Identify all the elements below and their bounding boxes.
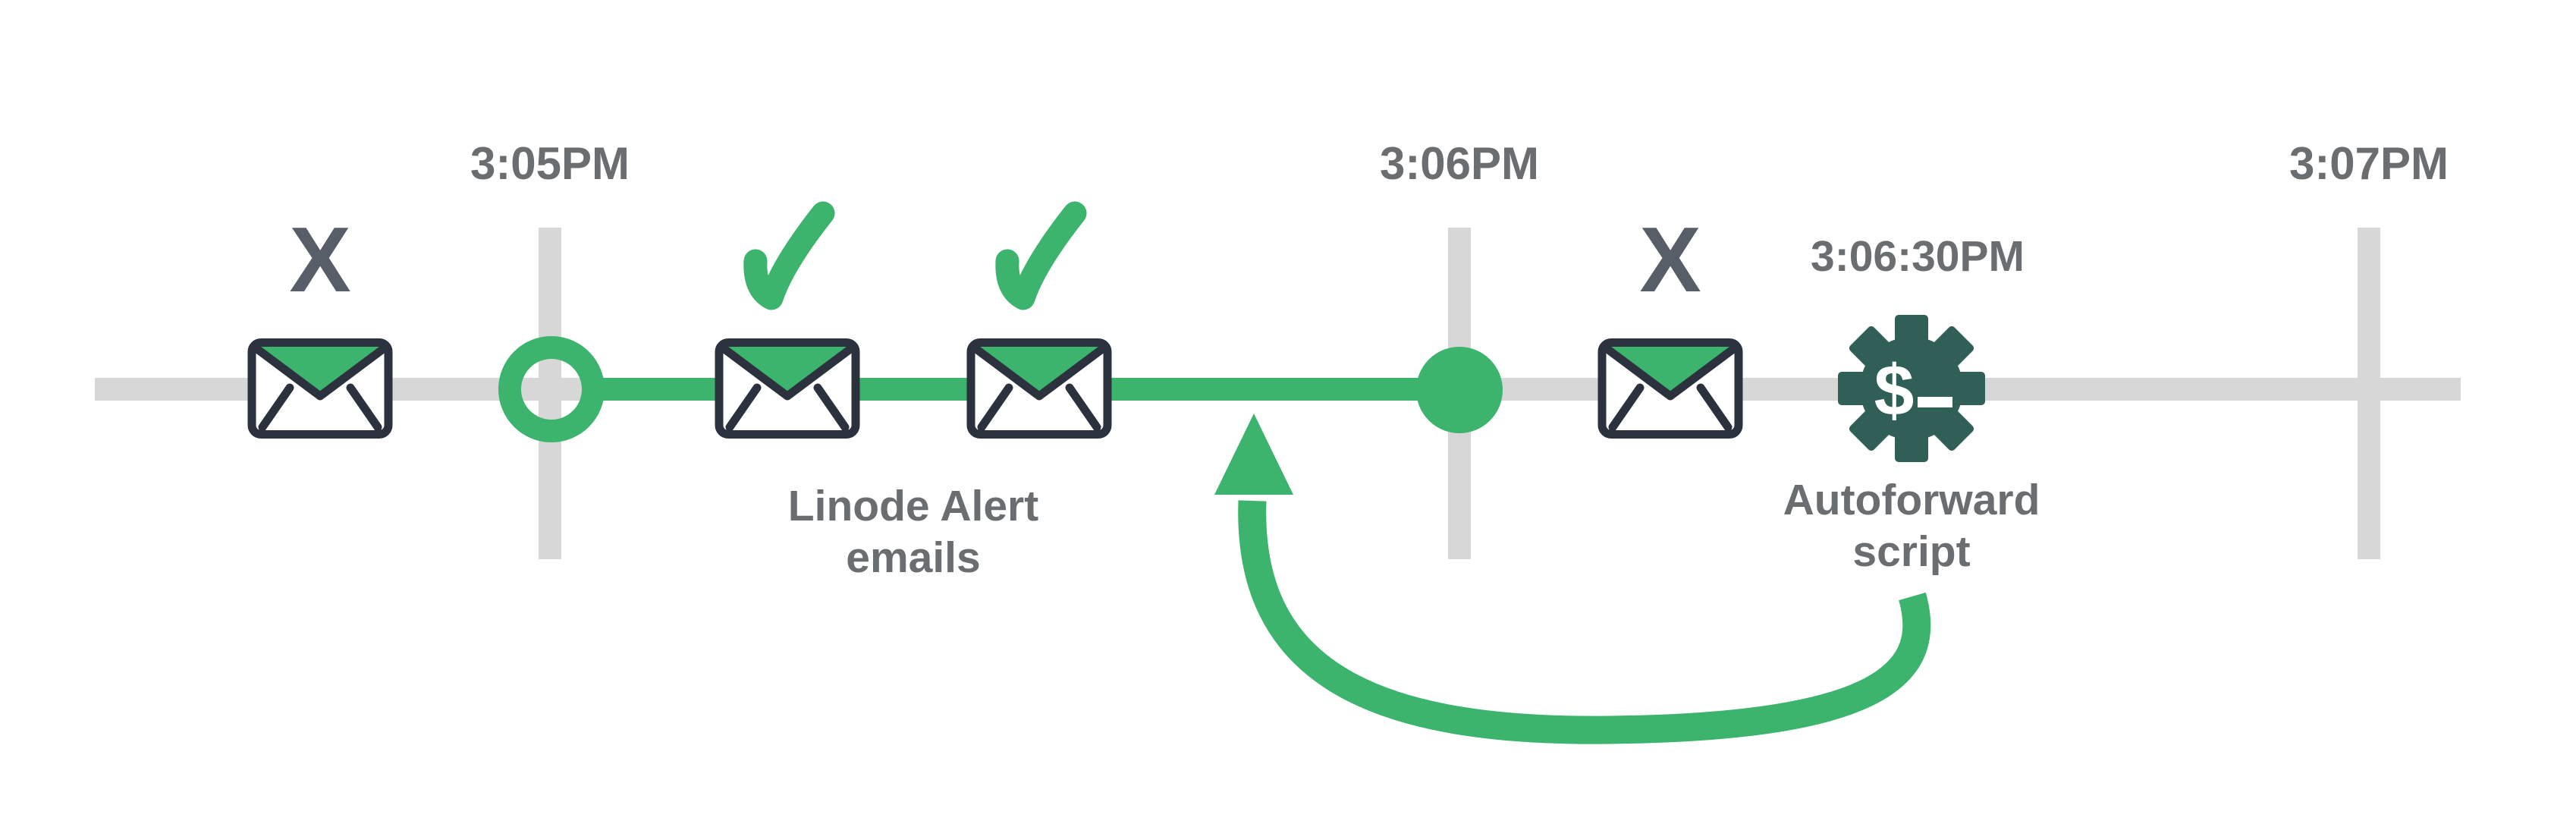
tick-3-07pm (2358, 228, 2380, 559)
envelope-flap-outline (972, 344, 1107, 401)
envelope-flap (1607, 347, 1734, 396)
tick-label-3-06pm: 3:06PM (1380, 138, 1539, 189)
tick-3-05pm (539, 228, 561, 559)
envelope-flap (724, 347, 851, 396)
envelope-flap (256, 347, 384, 396)
email-blocked-late (1597, 338, 1743, 439)
loop-arrow-icon (1238, 500, 1931, 744)
envelope-fold-right (1696, 383, 1733, 432)
envelope-fold-left (977, 383, 1013, 432)
envelope-flap-outline (1603, 344, 1738, 401)
window-start-ring-marker (498, 336, 605, 442)
checkmark-icon (743, 201, 835, 310)
tick-label-3-07pm: 3:07PM (2289, 138, 2449, 189)
gear-body (1860, 337, 1963, 440)
alert-emails-label-line1: Linode Alert (788, 482, 1038, 530)
x-icon: X (1639, 208, 1701, 311)
envelope-border (966, 338, 1112, 439)
email-delivered-2 (966, 338, 1112, 439)
loop-arrow-head (1214, 414, 1293, 495)
envelope-fold-left (725, 383, 762, 432)
envelope-fold-left (1608, 383, 1645, 432)
envelope-fold-right (346, 383, 382, 432)
x-icon: X (289, 208, 350, 311)
autoforward-label-line1: Autoforward (1783, 476, 2040, 524)
envelope-fold-right (1065, 383, 1101, 432)
alert-emails-label-line2: emails (846, 533, 980, 582)
dollar-glyph: $ (1874, 351, 1915, 431)
cursor-underscore (1918, 397, 1952, 407)
envelope-flap-outline (253, 344, 388, 401)
window-end-dot-marker (1416, 347, 1503, 433)
gear-dollar-icon: $ (1838, 315, 1985, 462)
email-delivered-1 (715, 338, 860, 439)
envelope-border (247, 338, 393, 439)
envelope-fold-left (258, 383, 294, 432)
envelope-fold-right (813, 383, 850, 432)
envelope-flap-outline (720, 344, 855, 401)
checkmark-icon (995, 201, 1087, 310)
envelope-border (715, 338, 860, 439)
autoforward-time-label: 3:06:30PM (1811, 232, 2025, 281)
envelope-border (1597, 338, 1743, 439)
email-blocked-early (247, 338, 393, 439)
envelope-flap (975, 347, 1103, 396)
tick-label-3-05pm: 3:05PM (470, 138, 630, 189)
autoforward-label-line2: script (1852, 527, 1970, 576)
